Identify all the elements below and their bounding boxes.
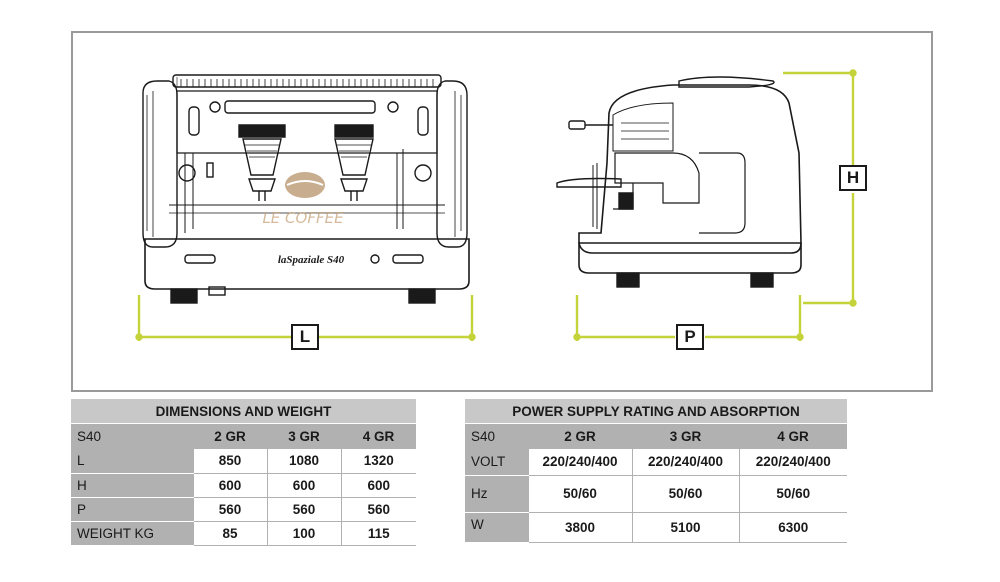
table-cell: 560 <box>192 497 267 522</box>
table-cell: 600 <box>266 473 341 498</box>
column-header: 3 GR <box>632 423 739 449</box>
table-row: VOLT 220/240/400 220/240/400 220/240/400 <box>465 449 847 476</box>
table-cell: 115 <box>340 521 416 546</box>
table-cell: 100 <box>266 521 341 546</box>
machine-drawing: laSpaziale S40 LE COFFEE <box>135 69 857 341</box>
group-head-right <box>334 124 374 201</box>
row-label: WEIGHT KG <box>71 521 193 546</box>
row-label: H <box>71 473 193 498</box>
power-supply-table: POWER SUPPLY RATING AND ABSORPTION S40 2… <box>465 399 847 543</box>
dimensions-table-header: S40 2 GR 3 GR 4 GR <box>71 423 416 449</box>
side-view <box>556 76 802 288</box>
table-cell: 560 <box>340 497 416 522</box>
column-header: 3 GR <box>267 423 341 449</box>
column-header: 2 GR <box>528 423 632 449</box>
table-cell: 3800 <box>527 512 632 543</box>
row-label: L <box>71 449 193 474</box>
group-head-left <box>238 124 286 201</box>
table-row: Hz 50/60 50/60 50/60 <box>465 475 847 513</box>
column-header: 4 GR <box>341 423 416 449</box>
model-cell: S40 <box>71 423 193 449</box>
dimension-l <box>135 295 476 341</box>
power-table-header: S40 2 GR 3 GR 4 GR <box>465 423 847 449</box>
dimension-label-l: L <box>291 324 319 350</box>
watermark-logo: LE COFFEE <box>262 172 344 227</box>
table-cell: 6300 <box>738 512 847 543</box>
dimension-h <box>783 69 857 307</box>
table-cell: 220/240/400 <box>738 449 847 476</box>
row-label: Hz <box>465 475 528 513</box>
table-row: L 850 1080 1320 <box>71 449 416 474</box>
row-label: P <box>71 497 193 522</box>
power-table-title: POWER SUPPLY RATING AND ABSORPTION <box>465 399 847 424</box>
table-cell: 85 <box>192 521 267 546</box>
dimension-label-p: P <box>676 324 704 350</box>
front-view <box>142 74 470 304</box>
table-cell: 600 <box>340 473 416 498</box>
dimension-label-h: H <box>839 165 867 191</box>
table-cell: 1320 <box>340 449 416 474</box>
table-cell: 220/240/400 <box>527 449 632 476</box>
table-cell: 50/60 <box>738 475 847 513</box>
row-label: W <box>465 512 528 543</box>
table-cell: 560 <box>266 497 341 522</box>
watermark-text: LE COFFEE <box>262 209 344 227</box>
table-cell: 5100 <box>631 512 739 543</box>
table-row: W 3800 5100 6300 <box>465 512 847 543</box>
column-header: 2 GR <box>193 423 267 449</box>
table-cell: 220/240/400 <box>631 449 739 476</box>
table-cell: 50/60 <box>527 475 632 513</box>
front-brand-text: laSpaziale S40 <box>278 254 345 266</box>
table-row: WEIGHT KG 85 100 115 <box>71 521 416 546</box>
dimension-p <box>573 295 804 341</box>
table-cell: 850 <box>192 449 267 474</box>
table-cell: 1080 <box>266 449 341 474</box>
dimensions-table-title: DIMENSIONS AND WEIGHT <box>71 399 416 424</box>
table-row: H 600 600 600 <box>71 473 416 498</box>
table-row: P 560 560 560 <box>71 497 416 522</box>
dimensions-weight-table: DIMENSIONS AND WEIGHT S40 2 GR 3 GR 4 GR… <box>71 399 416 546</box>
model-cell: S40 <box>465 423 528 449</box>
table-cell: 600 <box>192 473 267 498</box>
column-header: 4 GR <box>739 423 847 449</box>
technical-drawing-panel: laSpaziale S40 LE COFFEE <box>71 31 933 392</box>
row-label: VOLT <box>465 449 528 476</box>
table-cell: 50/60 <box>631 475 739 513</box>
